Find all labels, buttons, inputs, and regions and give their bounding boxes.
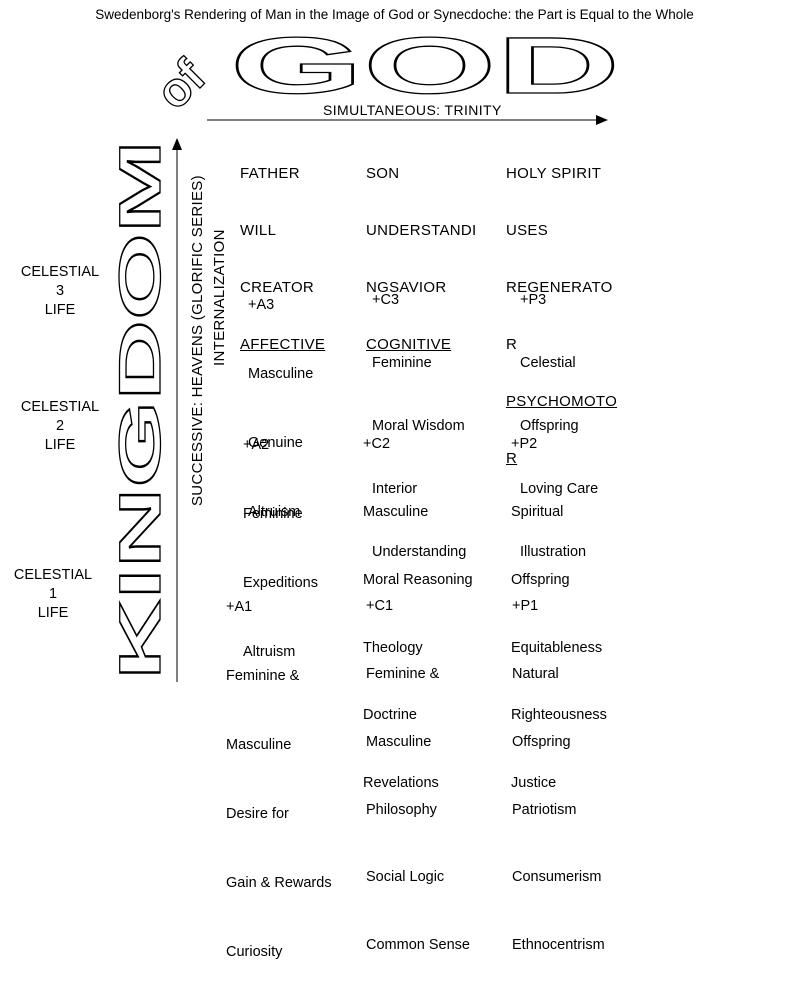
diagram-title: Swedenborg's Rendering of Man in the Ima…: [95, 7, 694, 22]
god-outline-text: GOD: [230, 21, 620, 110]
internalization-label: INTERNALIZATION: [211, 229, 228, 366]
successive-arrow-head: [172, 138, 182, 150]
simultaneous-arrow-head: [596, 115, 608, 125]
of-outline-text: of: [146, 50, 216, 120]
column-header-father: FATHER WILL CREATOR AFFECTIVE: [240, 165, 326, 353]
cell-p1: +P1 Natural Offspring Patriotism Consume…: [512, 598, 605, 954]
successive-label: SUCCESSIVE: HEAVENS (GLORIFIC SERIES): [189, 175, 206, 506]
column-header-son: SON UNDERSTANDI NGSAVIOR COGNITIVE: [366, 165, 477, 353]
diagram-graphics: of GOD KINGDOM: [107, 20, 621, 682]
column-header-holy-spirit: HOLY SPIRIT USES REGENERATO R PSYCHOMOTO…: [506, 165, 618, 467]
cell-a2: +A2 Feminine Expeditions Altruism: [243, 437, 318, 660]
cell-c1: +C1 Feminine & Masculine Philosophy Soci…: [366, 598, 470, 954]
cell-c3: +C3 Feminine Moral Wisdom Interior Under…: [372, 292, 467, 560]
cell-a3: +A3 Masculine Genuine Altruism: [248, 297, 314, 520]
kingdom-outline-text: KINGDOM: [108, 140, 173, 680]
cell-p3: +P3 Celestial Offspring Loving Care Illu…: [520, 292, 599, 560]
simultaneous-label: SIMULTANEOUS: TRINITY: [323, 102, 502, 118]
cell-a1: +A1 Feminine & Masculine Desire for Gain…: [226, 599, 332, 960]
